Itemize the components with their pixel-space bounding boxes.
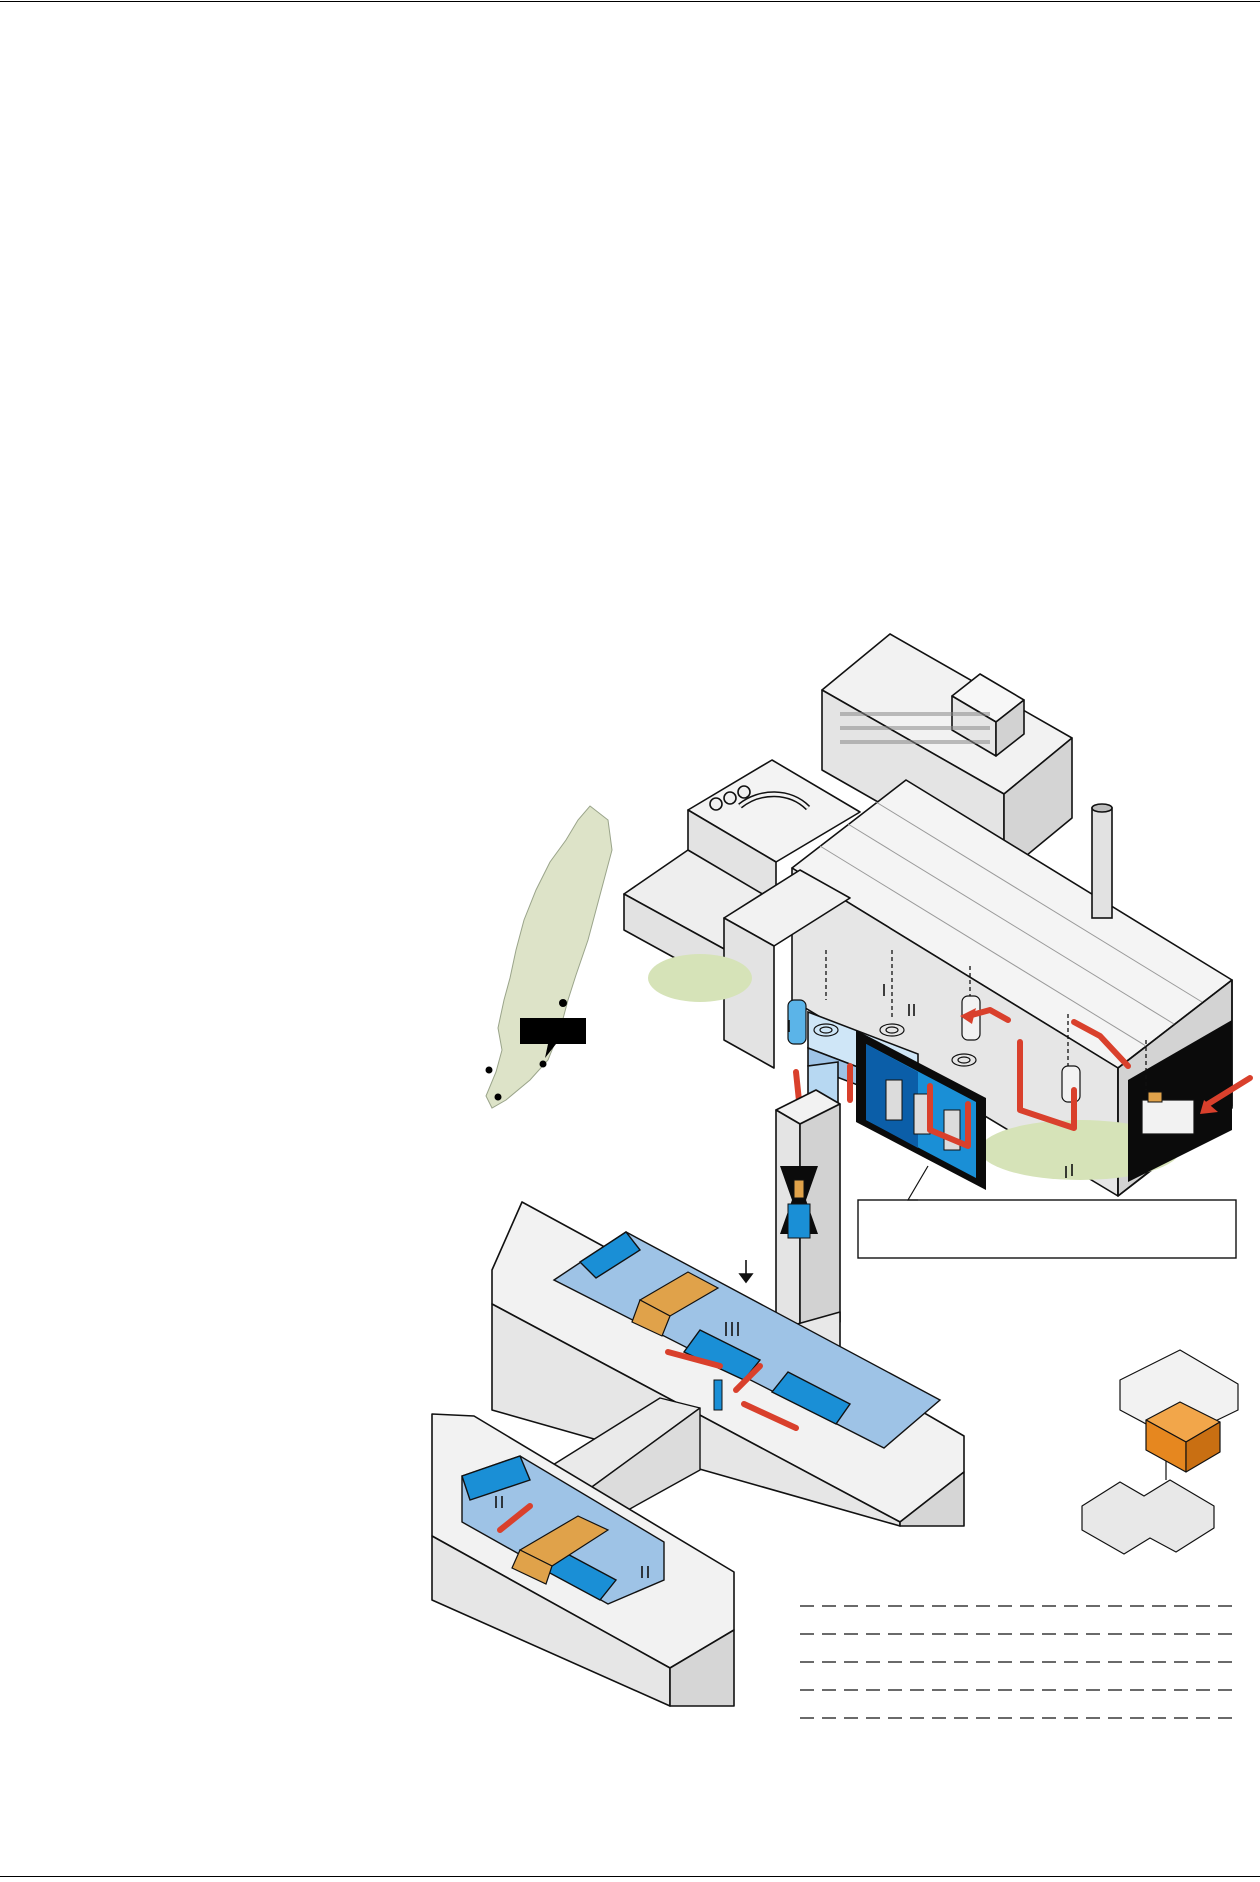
pool-ripple-markers [813,1023,977,1067]
top-rule [0,1,1260,2]
sweden-map-icon [485,805,613,1109]
transport-container-icon [1145,1401,1221,1473]
elevator-cage-icon [780,1166,818,1239]
chimney [1091,803,1113,919]
tunnel-crane-truss [631,1271,720,1337]
grass-area [648,954,752,1002]
down-arrow-icon [738,1260,754,1284]
roof-ridges [819,801,1203,1047]
dashed-lift-lines [825,950,1147,1090]
lower-tunnel-flow-arrow [497,1503,533,1533]
storage-pool-inset [856,1030,986,1190]
legend-lines [800,1605,1232,1719]
map-location-dot [559,999,567,1007]
people-figures-icon [788,984,1073,1178]
lower-tunnel-crane-truss [511,1515,610,1585]
tunnel-people-figures [725,1322,739,1336]
tunnel-canister [713,1379,723,1411]
map-location-dot [485,1066,493,1074]
facility-label-box [857,1199,1237,1259]
receiving-bay [1128,1020,1232,1182]
upper-tunnel-cutaway [552,1231,942,1449]
tower-window-grid [840,712,990,744]
lower-tunnel-people-figures [495,1496,649,1578]
map-location-dot [494,1093,502,1101]
hall-front-block [723,869,851,1069]
sweden-landmass [485,805,613,1109]
location-callout-icon [520,1018,586,1058]
label-leader-line [906,1165,929,1201]
bottom-rule [0,1876,1260,1877]
map-location-dot [539,1060,547,1068]
tunnel-flow-arrows [665,1349,799,1431]
